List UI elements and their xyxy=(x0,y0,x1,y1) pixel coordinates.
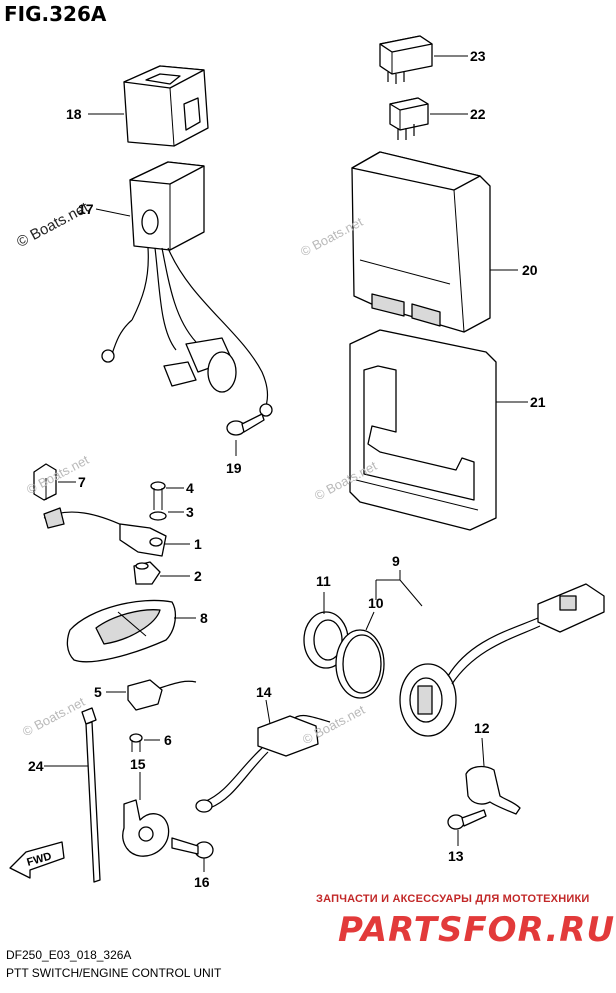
callout-8: 8 xyxy=(200,610,208,626)
callout-4: 4 xyxy=(186,480,194,496)
callout-12: 12 xyxy=(474,720,490,736)
part-5-switch xyxy=(127,679,197,711)
figure-code: DF250_E03_018_326A xyxy=(6,948,132,962)
callout-1: 1 xyxy=(194,536,202,552)
partsfor-logo: PARTSFOR.RU xyxy=(338,910,616,950)
part-17-harness xyxy=(101,161,273,417)
callout-3: 3 xyxy=(186,504,194,520)
figure-title: FIG.326A xyxy=(4,2,107,26)
callout-23: 23 xyxy=(470,48,486,64)
callout-22: 22 xyxy=(470,106,486,122)
part-8-ptt-housing xyxy=(66,599,177,663)
callout-18: 18 xyxy=(66,106,82,122)
callout-6: 6 xyxy=(164,732,172,748)
callout-10: 10 xyxy=(368,595,384,611)
part-2-screw xyxy=(133,561,161,585)
fwd-arrow-icon xyxy=(9,841,65,879)
callout-19: 19 xyxy=(226,460,242,476)
part-4-screw xyxy=(150,481,166,510)
leader-lines xyxy=(44,55,528,872)
part-12-clip xyxy=(465,765,521,815)
part-14-harness xyxy=(195,714,331,813)
callout-14: 14 xyxy=(256,684,272,700)
callout-13: 13 xyxy=(448,848,464,864)
part-23-relay xyxy=(379,35,433,84)
part-13-screw xyxy=(447,809,487,830)
part-21-holder xyxy=(349,329,497,531)
callout-5: 5 xyxy=(94,684,102,700)
callout-17: 17 xyxy=(78,201,94,217)
part-24-cable-tie xyxy=(81,707,101,883)
part-6-screw xyxy=(129,733,143,752)
callout-24: 24 xyxy=(28,758,44,774)
part-3-washer xyxy=(149,511,167,521)
part-10-o-ring xyxy=(335,629,385,699)
part-16-screw xyxy=(171,837,214,859)
partsfor-tagline: ЗАПЧАСТИ И АКСЕССУАРЫ ДЛЯ МОТОТЕХНИКИ xyxy=(316,893,590,905)
part-18-cover xyxy=(123,65,209,147)
part-9-ptt-switch xyxy=(399,583,605,737)
part-19-screw xyxy=(226,413,265,456)
callout-15: 15 xyxy=(130,756,146,772)
callout-21: 21 xyxy=(530,394,546,410)
part-1-sensor xyxy=(43,507,167,557)
part-20-ecu xyxy=(351,151,491,333)
callout-2: 2 xyxy=(194,568,202,584)
callout-16: 16 xyxy=(194,874,210,890)
callout-7: 7 xyxy=(78,474,86,490)
callout-20: 20 xyxy=(522,262,538,278)
part-7-clip xyxy=(33,463,57,501)
figure-name: PTT SWITCH/ENGINE CONTROL UNIT xyxy=(6,966,222,980)
callout-11: 11 xyxy=(316,573,331,589)
callout-9: 9 xyxy=(392,553,400,569)
callout-numbers: 23 22 18 17 20 21 19 7 4 3 1 2 8 9 11 10… xyxy=(28,48,546,890)
part-22-relay xyxy=(389,97,429,140)
part-15-clamp xyxy=(122,799,170,857)
